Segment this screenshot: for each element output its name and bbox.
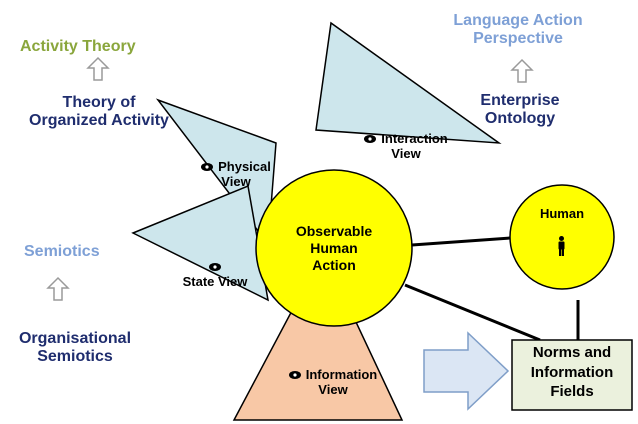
observable-human-action-circle [255, 169, 413, 327]
eye-icon [288, 370, 301, 379]
human-label: Human [539, 206, 585, 221]
observable-human-action-label: Observable Human Action [295, 223, 373, 273]
person-icon [558, 236, 565, 256]
eye-icon [364, 134, 377, 143]
eye-icon [201, 162, 214, 171]
eye-icon [209, 262, 221, 271]
interaction-view-shape [315, 21, 502, 144]
norms-box [511, 339, 633, 411]
information-view-label: Information View [268, 367, 398, 398]
physical-view-label: Physical View [196, 159, 276, 190]
connector-center-norms [404, 283, 541, 342]
connector-center-human [411, 236, 511, 247]
language-action-perspective-label: Language Action Perspective [453, 12, 583, 48]
semiotics-label: Semiotics [24, 243, 100, 260]
state-view-label: State View [170, 260, 260, 290]
up-arrow-icon [46, 276, 70, 301]
activity-theory-label: Activity Theory [20, 38, 136, 55]
theory-of-organized-activity-label: Theory of Organized Activity [29, 94, 169, 130]
organisational-semiotics-label: Organisational Semiotics [18, 330, 132, 366]
up-arrow-icon [510, 58, 534, 83]
enterprise-ontology-label: Enterprise Ontology [480, 92, 560, 128]
norms-label: Norms and Information Fields [530, 344, 614, 400]
right-arrow-icon [423, 331, 510, 411]
interaction-view-label: Interaction View [346, 131, 466, 162]
up-arrow-icon [86, 56, 110, 81]
